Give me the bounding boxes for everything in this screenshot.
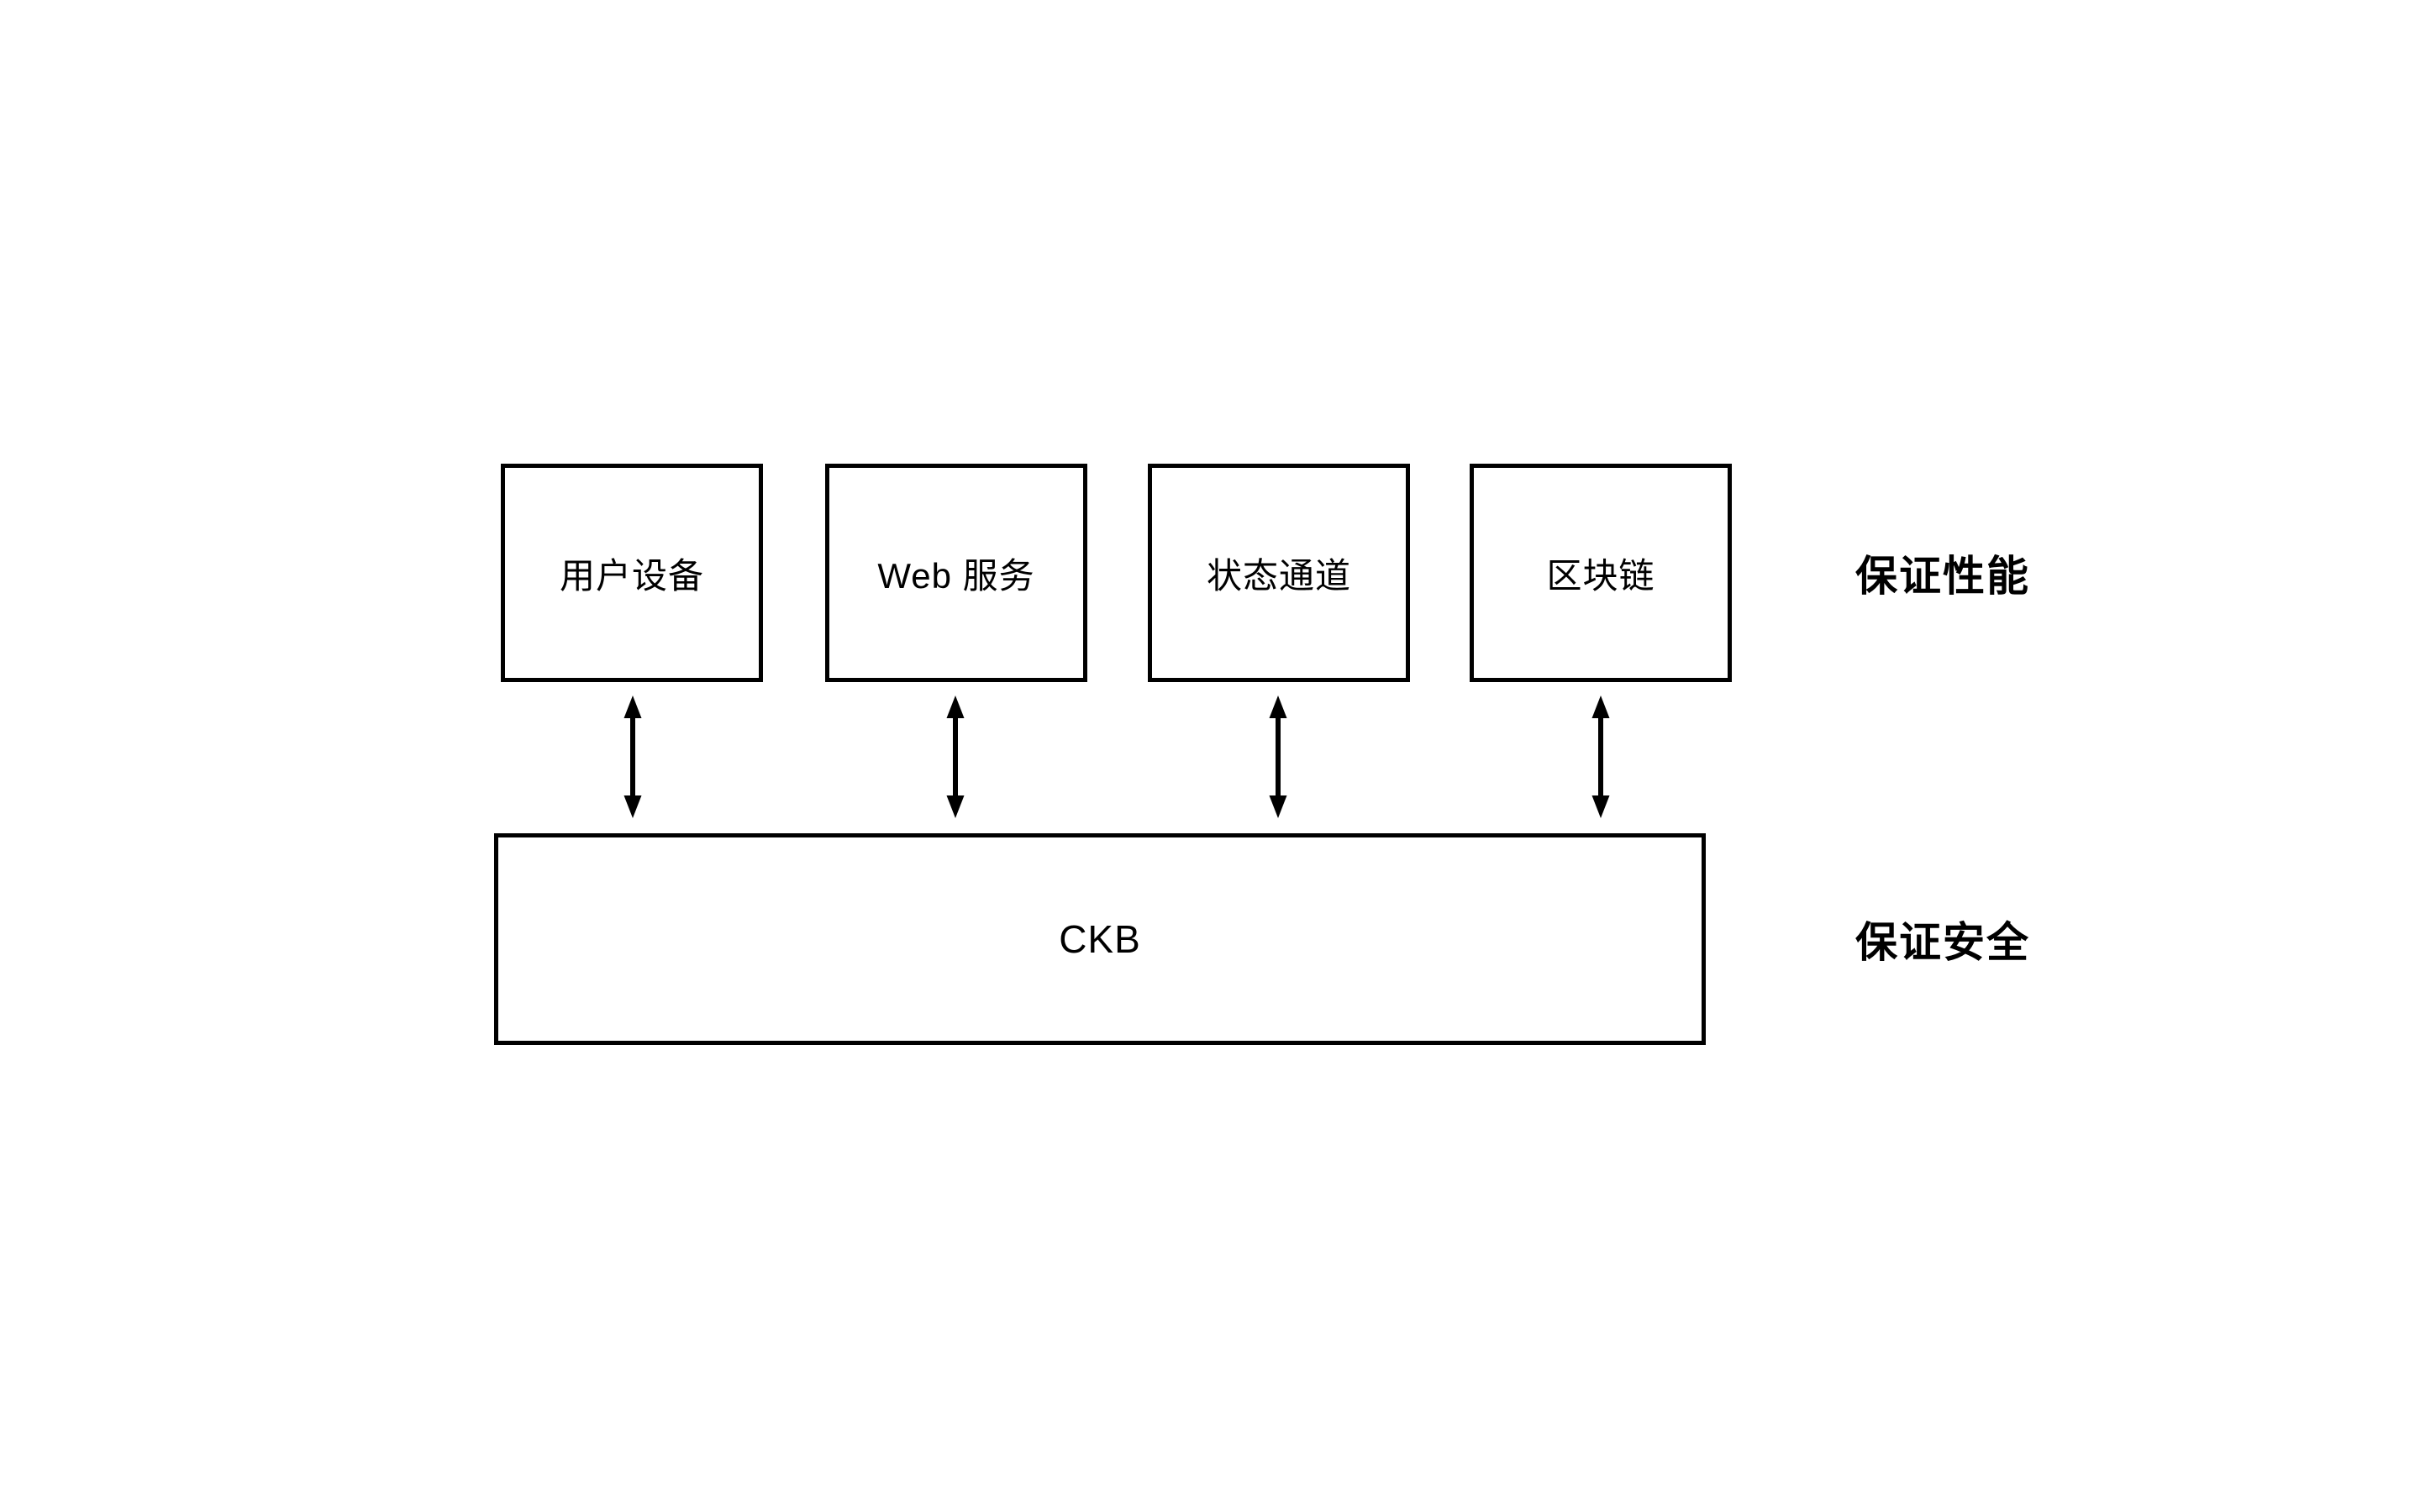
double-arrow-icon — [623, 696, 642, 818]
box-state-channel: 状态通道 — [1148, 464, 1410, 682]
label-performance: 保证性能 — [1855, 464, 2030, 682]
box-blockchain: 区块链 — [1470, 464, 1732, 682]
box-web-service-label: Web 服务 — [877, 555, 1035, 596]
box-web-service: Web 服务 — [825, 464, 1087, 682]
double-arrow-icon — [1269, 696, 1287, 818]
label-performance-text: 保证性能 — [1855, 553, 2030, 600]
box-blockchain-label: 区块链 — [1546, 555, 1655, 596]
box-state-channel-label: 状态通道 — [1206, 555, 1351, 596]
label-security-text: 保证安全 — [1855, 919, 2030, 966]
double-arrow-icon — [946, 696, 965, 818]
box-user-device-label: 用户设备 — [559, 555, 704, 596]
box-ckb-label: CKB — [1059, 917, 1141, 961]
label-security: 保证安全 — [1855, 833, 2030, 1045]
box-user-device: 用户设备 — [501, 464, 763, 682]
box-ckb: CKB — [494, 833, 1706, 1045]
double-arrow-icon — [1591, 696, 1610, 818]
